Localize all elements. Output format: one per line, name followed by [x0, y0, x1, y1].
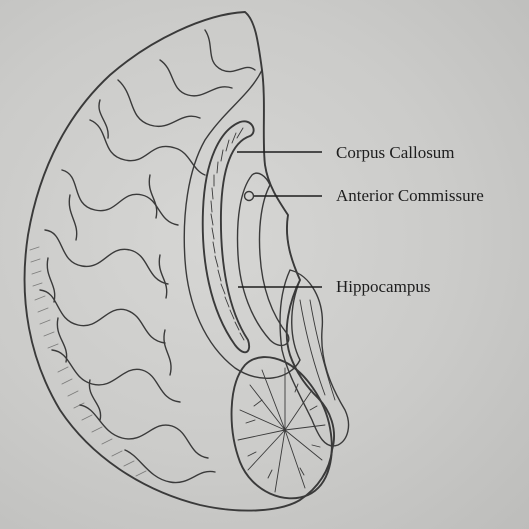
corpus-callosum-structure: [203, 121, 254, 352]
label-corpus-callosum: Corpus Callosum: [336, 143, 455, 162]
cortex-shading: [30, 247, 146, 476]
brainstem-lines: [300, 300, 335, 400]
cerebellum: [232, 357, 332, 498]
label-hippocampus: Hippocampus: [336, 277, 430, 296]
label-anterior-commissure: Anterior Commissure: [336, 186, 484, 205]
anterior-commissure-structure: [245, 192, 254, 201]
leader-lines: [237, 152, 322, 287]
